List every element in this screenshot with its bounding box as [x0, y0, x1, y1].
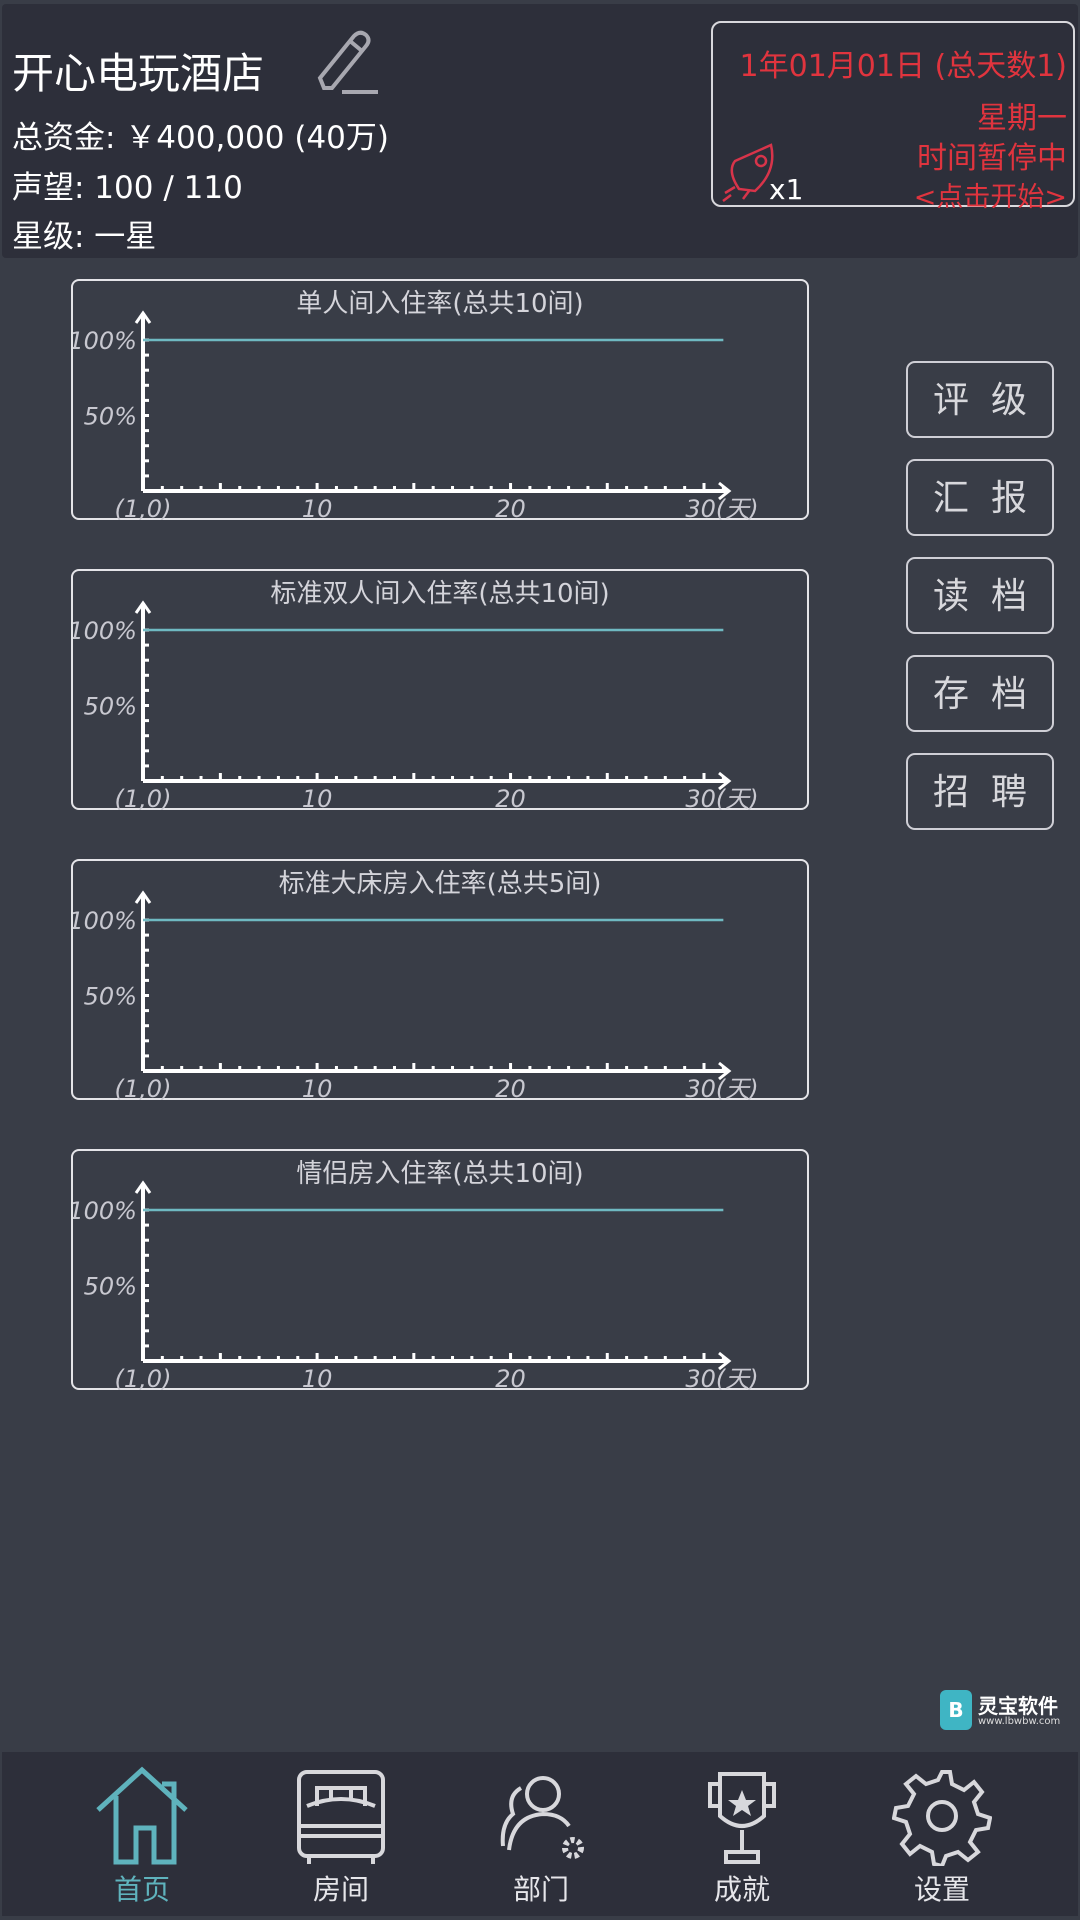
- y-tick-label: 100%: [73, 617, 137, 645]
- y-tick-label: 100%: [73, 1197, 137, 1225]
- time-status: 时间暂停中: [917, 141, 1067, 176]
- nav-label: 部门: [512, 1873, 569, 1906]
- bed-icon: [297, 1770, 385, 1864]
- x-tick-label: (1,0): [115, 1075, 172, 1102]
- home-icon: [96, 1766, 188, 1865]
- y-axis-arrow: [134, 310, 152, 324]
- y-tick-label: 50%: [84, 693, 137, 721]
- recruit-button[interactable]: 招聘: [906, 753, 1054, 830]
- nav-trophy[interactable]: 成就: [662, 1752, 822, 1916]
- logo-url: www.lbwbw.com: [978, 1716, 1061, 1727]
- watermark-logo: B 灵宝软件 www.lbwbw.com: [940, 1690, 1070, 1734]
- chart-title: 单人间入住率(总共10间): [296, 289, 584, 319]
- logo-badge: B: [940, 1690, 972, 1730]
- nav-label: 成就: [713, 1873, 770, 1906]
- gear-icon: [892, 1770, 992, 1866]
- y-tick-label: 50%: [84, 983, 137, 1011]
- hotel-header: 开心电玩酒店 总资金: ￥400,000 (40万) 声望: 100 / 110…: [2, 4, 1078, 258]
- total-funds: 总资金: ￥400,000 (40万): [12, 120, 389, 156]
- occupancy-chart: 情侣房入住率(总共10间) 100% 50% (1,0) 10 20 30(天): [71, 1149, 809, 1392]
- y-axis-arrow: [134, 600, 152, 614]
- date-text: 1年01月01日 (总天数1): [739, 49, 1067, 84]
- x-tick-label: 20: [495, 785, 526, 812]
- x-tick-label: (1,0): [115, 785, 172, 812]
- x-tick-label: 30(天): [685, 1365, 758, 1392]
- x-axis-arrow: [718, 771, 732, 791]
- hotel-name: 开心电玩酒店: [12, 49, 265, 98]
- report-button[interactable]: 汇报: [906, 459, 1054, 536]
- x-tick-label: 10: [302, 1075, 333, 1102]
- x-tick-label: (1,0): [115, 1365, 172, 1392]
- x-tick-label: 10: [302, 785, 333, 812]
- y-tick-label: 100%: [73, 327, 137, 355]
- y-tick-label: 50%: [84, 403, 137, 431]
- load-button[interactable]: 读档: [906, 557, 1054, 634]
- x-tick-label: 20: [495, 1365, 526, 1392]
- occupancy-chart: 标准双人间入住率(总共10间) 100% 50% (1,0) 10 20 30(天): [71, 569, 809, 812]
- save-button[interactable]: 存档: [906, 655, 1054, 732]
- y-tick-label: 50%: [84, 1273, 137, 1301]
- nav-bed[interactable]: 房间: [261, 1752, 421, 1916]
- rocket-icon[interactable]: [721, 141, 781, 205]
- x-tick-label: (1,0): [115, 495, 172, 522]
- chart-title: 标准大床房入住率(总共5间): [278, 869, 602, 899]
- y-axis-arrow: [134, 890, 152, 904]
- start-time-button[interactable]: <点击开始>: [913, 182, 1067, 213]
- reputation: 声望: 100 / 110: [12, 170, 243, 206]
- rating-button[interactable]: 评级: [906, 361, 1054, 438]
- x-axis-arrow: [718, 1351, 732, 1371]
- pencil-icon[interactable]: [316, 30, 378, 96]
- occupancy-chart: 单人间入住率(总共10间) 100% 50% (1,0) 10 20 30(天): [71, 279, 809, 522]
- speed-multiplier[interactable]: x1: [769, 173, 804, 206]
- occupancy-chart: 标准大床房入住率(总共5间) 100% 50% (1,0) 10 20 30(天): [71, 859, 809, 1102]
- x-tick-label: 20: [495, 495, 526, 522]
- x-axis-arrow: [718, 1061, 732, 1081]
- nav-label: 首页: [113, 1873, 170, 1906]
- time-control-box[interactable]: 1年01月01日 (总天数1) 星期一 时间暂停中 <点击开始> x1: [711, 21, 1075, 213]
- y-axis-arrow: [134, 1180, 152, 1194]
- logo-text: 灵宝软件: [978, 1694, 1058, 1718]
- nav-gear[interactable]: 设置: [862, 1752, 1022, 1916]
- nav-label: 房间: [312, 1873, 369, 1906]
- nav-people-gear[interactable]: 部门: [461, 1752, 621, 1916]
- star-rating: 星级: 一星: [12, 219, 157, 255]
- x-tick-label: 10: [302, 495, 333, 522]
- x-tick-label: 30(天): [685, 785, 758, 812]
- x-tick-label: 10: [302, 1365, 333, 1392]
- people-gear-icon: [500, 1776, 584, 1859]
- x-tick-label: 30(天): [685, 495, 758, 522]
- weekday-text: 星期一: [977, 101, 1067, 136]
- chart-title: 标准双人间入住率(总共10间): [270, 579, 610, 609]
- x-tick-label: 20: [495, 1075, 526, 1102]
- nav-label: 设置: [913, 1873, 970, 1906]
- x-tick-label: 30(天): [685, 1075, 758, 1102]
- bottom-nav: 首页 房间 部门 成就 设置: [2, 1752, 1078, 1916]
- nav-home[interactable]: 首页: [62, 1752, 222, 1916]
- trophy-icon: [708, 1772, 776, 1864]
- x-axis-arrow: [718, 481, 732, 501]
- y-tick-label: 100%: [73, 907, 137, 935]
- chart-title: 情侣房入住率(总共10间): [296, 1159, 584, 1189]
